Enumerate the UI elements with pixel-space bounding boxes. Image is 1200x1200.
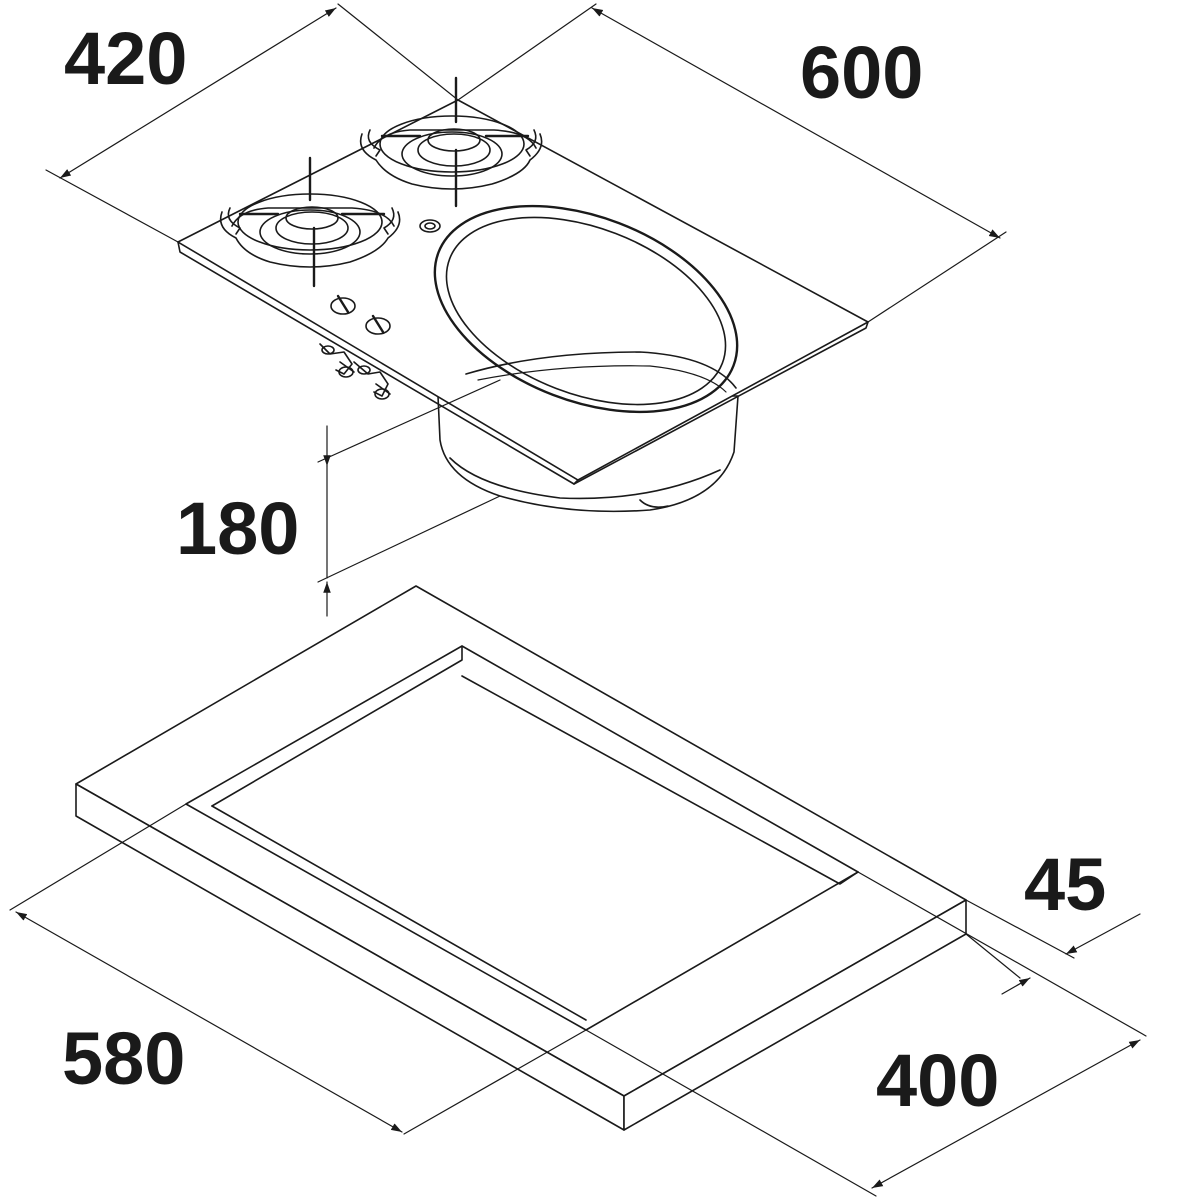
- countertop-cutout: [75, 585, 967, 1131]
- dimension-hob-height: [317, 379, 501, 617]
- burner-back-right: [359, 76, 543, 208]
- dimension-hob-width: [457, 3, 1007, 323]
- control-knob-1: [330, 294, 356, 315]
- label-hob-height: 180: [176, 487, 299, 570]
- dimension-hob-depth: [45, 3, 459, 243]
- burner-front-left: [219, 156, 401, 288]
- label-hob-depth: 420: [64, 17, 187, 100]
- label-cutout-depth: 45: [1024, 843, 1106, 926]
- hob-top-plate: [177, 99, 869, 485]
- dimension-cutout-length: [585, 871, 1147, 1197]
- label-cutout-width: 580: [62, 1017, 185, 1100]
- hob-unit: [177, 76, 869, 513]
- label-cutout-length: 400: [876, 1039, 999, 1122]
- label-hob-width: 600: [800, 31, 923, 114]
- control-knob-2: [365, 314, 391, 335]
- dimension-cutout-width: [9, 803, 587, 1135]
- gas-connectors: [319, 343, 391, 400]
- igniter-button: [419, 219, 441, 233]
- dimension-cutout-depth: [965, 899, 1141, 995]
